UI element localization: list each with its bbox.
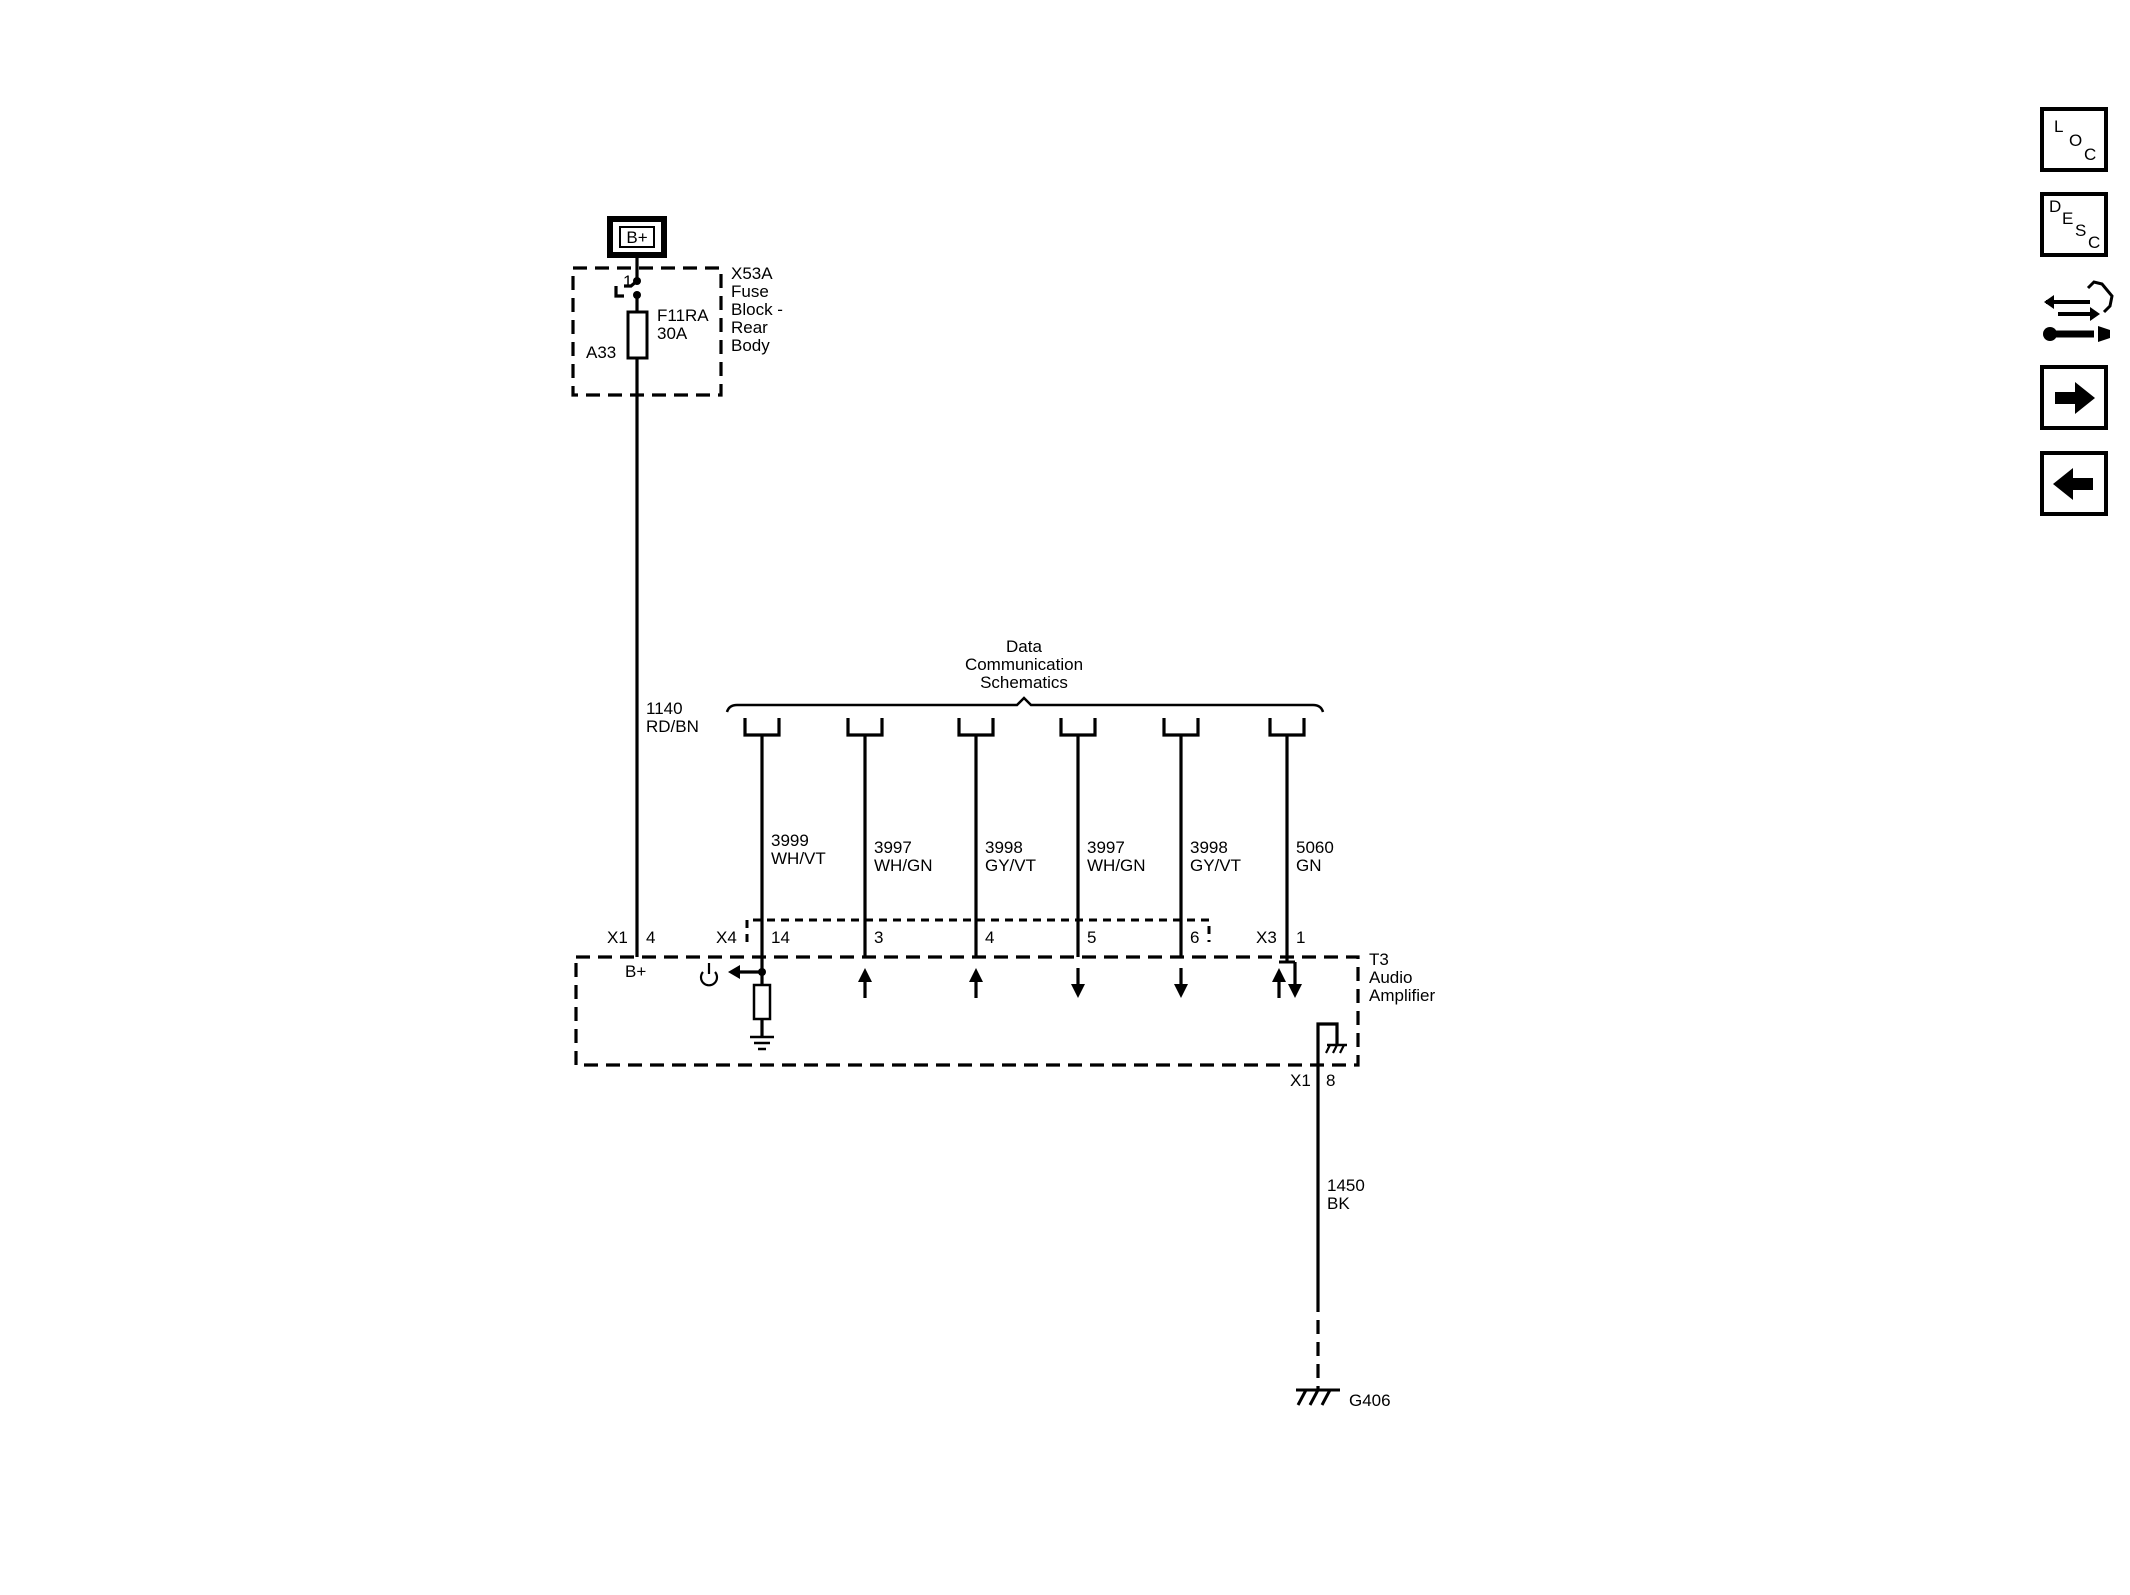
amplifier-name-2: Amplifier bbox=[1369, 986, 1435, 1005]
loc-letter-o: O bbox=[2069, 131, 2082, 150]
wire-1-color: WH/VT bbox=[771, 849, 826, 868]
data-comm-title-3: Schematics bbox=[980, 673, 1068, 692]
x1-ground-pin: 8 bbox=[1326, 1071, 1335, 1090]
arrow-left-icon bbox=[2053, 468, 2093, 500]
fuse-block-ref: X53A bbox=[731, 264, 773, 283]
ground-point-g406: G406 bbox=[1296, 1388, 1391, 1410]
previous-page-button[interactable] bbox=[2040, 451, 2108, 516]
data-comm-title-1: Data bbox=[1006, 637, 1042, 656]
desc-letter-s: S bbox=[2075, 221, 2086, 240]
x3-connector: X3 bbox=[1256, 928, 1277, 947]
wire-1-circuit: 3999 bbox=[771, 831, 809, 850]
fuse-block-name-2: Block - bbox=[731, 300, 783, 319]
x4-connector-outline bbox=[745, 918, 1211, 942]
fuse-rating: 30A bbox=[657, 324, 688, 343]
desc-letter-c: C bbox=[2088, 233, 2100, 252]
internal-ground-icon bbox=[1325, 1043, 1347, 1054]
wire-3-color: GY/VT bbox=[985, 856, 1036, 875]
loc-letter-c: C bbox=[2084, 145, 2096, 164]
fuse-id: F11RA bbox=[657, 306, 709, 325]
feed-wire-circuit: 1140 bbox=[646, 699, 683, 718]
wire-2-circuit: 3997 bbox=[874, 838, 912, 857]
fuse-block: 1 F11RA 30A A33 X53A Fuse Block - Rear B… bbox=[571, 264, 783, 397]
output-arrow-pin-5 bbox=[1071, 968, 1085, 998]
data-communication-brace: Data Communication Schematics bbox=[725, 637, 1325, 713]
wire-6-color: GN bbox=[1296, 856, 1322, 875]
ground-point-label: G406 bbox=[1349, 1391, 1391, 1410]
pull-down-resistor bbox=[752, 983, 772, 1021]
signal-wire-2: 3997 WH/GN bbox=[846, 718, 933, 957]
fuse-block-name-3: Rear bbox=[731, 318, 768, 337]
x4-connector: X4 bbox=[716, 928, 737, 947]
connector-wrench-icon bbox=[2043, 280, 2114, 342]
fuse-block-name-4: Body bbox=[731, 336, 770, 355]
loc-letter-l: L bbox=[2054, 117, 2063, 136]
arrow-right-icon bbox=[2055, 382, 2095, 414]
x1-feed-pin: 4 bbox=[646, 928, 655, 947]
wire-6-circuit: 5060 bbox=[1296, 838, 1334, 857]
desc-button[interactable]: D E S C bbox=[2040, 192, 2108, 257]
wire-5-circuit: 3998 bbox=[1190, 838, 1228, 857]
desc-letter-e: E bbox=[2062, 209, 2073, 228]
wire-4-color: WH/GN bbox=[1087, 856, 1146, 875]
data-comm-title-2: Communication bbox=[965, 655, 1083, 674]
pin-5: 5 bbox=[1087, 928, 1096, 947]
pin-1: 1 bbox=[1296, 928, 1305, 947]
power-icon bbox=[699, 963, 719, 987]
output-arrow-pin-6 bbox=[1174, 968, 1188, 998]
amplifier-b-plus: B+ bbox=[625, 962, 646, 981]
pin-4: 4 bbox=[985, 928, 994, 947]
pin-3: 3 bbox=[874, 928, 883, 947]
wire-3-circuit: 3998 bbox=[985, 838, 1023, 857]
audio-amplifier: B+ T3 Audio Amplifier bbox=[574, 950, 1435, 1067]
input-arrow-pin-3 bbox=[858, 968, 872, 998]
amplifier-name-1: Audio bbox=[1369, 968, 1412, 987]
wire-5-color: GY/VT bbox=[1190, 856, 1241, 875]
fuse-terminal-in: 1 bbox=[623, 272, 632, 291]
fuse-symbol bbox=[626, 310, 649, 360]
ground-wire-circuit: 1450 bbox=[1327, 1176, 1365, 1195]
wire-2-color: WH/GN bbox=[874, 856, 933, 875]
connector-repair-button[interactable] bbox=[2040, 278, 2114, 348]
signal-wire-1: 3999 WH/VT bbox=[743, 718, 826, 957]
amplifier-ref: T3 bbox=[1369, 950, 1389, 969]
loc-button[interactable]: L O C bbox=[2040, 107, 2108, 172]
signal-wire-3: 3998 GY/VT bbox=[957, 718, 1036, 957]
x1-ground-connector: X1 bbox=[1290, 1071, 1311, 1090]
input-arrow-pin-4 bbox=[969, 968, 983, 998]
fuse-terminal-out: A33 bbox=[586, 343, 616, 362]
x1-feed-connector: X1 bbox=[607, 928, 628, 947]
chassis-ground-icon bbox=[750, 1035, 774, 1051]
pin-14: 14 bbox=[771, 928, 790, 947]
feed-wire-color: RD/BN bbox=[646, 717, 699, 736]
next-page-button[interactable] bbox=[2040, 365, 2108, 430]
signal-wire-6: 5060 GN bbox=[1268, 718, 1334, 957]
pin-6: 6 bbox=[1190, 928, 1199, 947]
fuse-block-name-1: Fuse bbox=[731, 282, 769, 301]
battery-positive-source: B+ bbox=[607, 216, 667, 258]
wire-4-circuit: 3997 bbox=[1087, 838, 1125, 857]
desc-letter-d: D bbox=[2049, 197, 2061, 216]
ground-wire-color: BK bbox=[1327, 1194, 1350, 1213]
bidirectional-arrow-pin-1 bbox=[1272, 957, 1302, 998]
power-source-label: B+ bbox=[626, 228, 647, 247]
